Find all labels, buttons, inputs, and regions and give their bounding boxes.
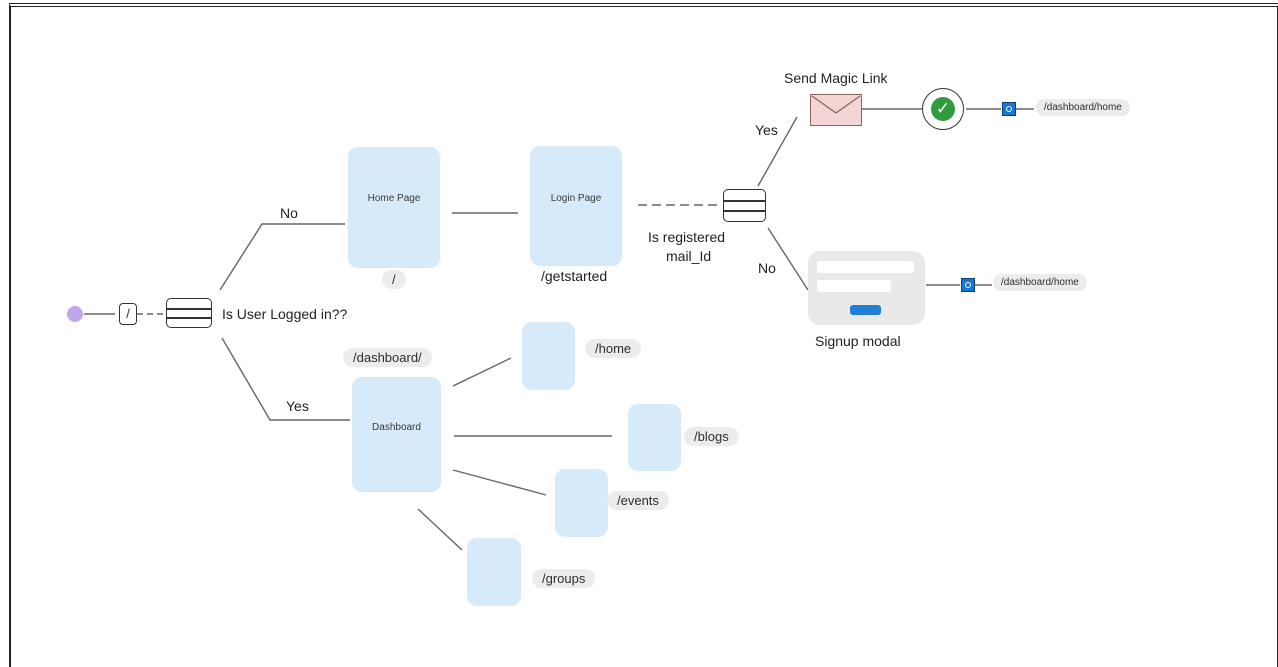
dashboard-node[interactable]: Dashboard <box>352 377 441 492</box>
envelope-icon <box>810 94 862 126</box>
dashboard-child-groups-route: /groups <box>532 569 596 588</box>
branch-yes-label: Yes <box>286 398 309 414</box>
branch-no-label: No <box>280 205 298 221</box>
signup-button <box>850 305 881 315</box>
home-page-label: Home Page <box>367 193 421 204</box>
signup-route: /dashboard/home <box>993 274 1087 291</box>
magic-link-label: Send Magic Link <box>784 70 888 86</box>
login-page-label: Login Page <box>550 193 602 204</box>
dashboard-child-events-route: /events <box>607 491 669 510</box>
decision-table-icon[interactable] <box>723 189 766 222</box>
signup-modal-label: Signup modal <box>815 333 901 349</box>
route-link-icon[interactable] <box>1002 102 1016 116</box>
dashboard-child-groups[interactable] <box>467 538 521 606</box>
dashboard-child-home[interactable] <box>522 322 575 390</box>
checkmark-icon: ✓ <box>922 88 964 130</box>
dashboard-child-blogs-route: /blogs <box>684 427 739 446</box>
root-route-label: / <box>126 306 130 321</box>
root-route-box[interactable]: / <box>119 303 137 325</box>
route-link-icon[interactable] <box>961 278 975 292</box>
signup-field-1 <box>817 261 914 273</box>
dashboard-child-events[interactable] <box>555 469 608 537</box>
registered-question-line1: Is registered <box>648 229 726 245</box>
dashboard-child-blogs[interactable] <box>628 404 681 471</box>
dashboard-child-home-route: /home <box>585 339 642 358</box>
registered-question-line2: mail_Id <box>666 248 712 264</box>
registered-yes-label: Yes <box>755 122 778 138</box>
home-page-node[interactable]: Home Page <box>348 147 440 268</box>
envelope-flap <box>811 95 861 114</box>
login-page-route: /getstarted <box>541 268 608 284</box>
dashboard-label: Dashboard <box>372 422 421 433</box>
home-page-route: / <box>382 270 406 289</box>
start-dot-icon <box>67 306 83 322</box>
logged-in-question: Is User Logged in?? <box>222 306 348 322</box>
signup-modal-preview[interactable] <box>808 251 925 325</box>
signup-field-2 <box>817 280 891 292</box>
magic-link-route: /dashboard/home <box>1036 99 1130 116</box>
registered-no-label: No <box>758 260 776 276</box>
dashboard-route: /dashboard/ <box>343 348 432 367</box>
decision-table-icon[interactable] <box>166 298 212 328</box>
login-page-node[interactable]: Login Page <box>530 146 622 266</box>
